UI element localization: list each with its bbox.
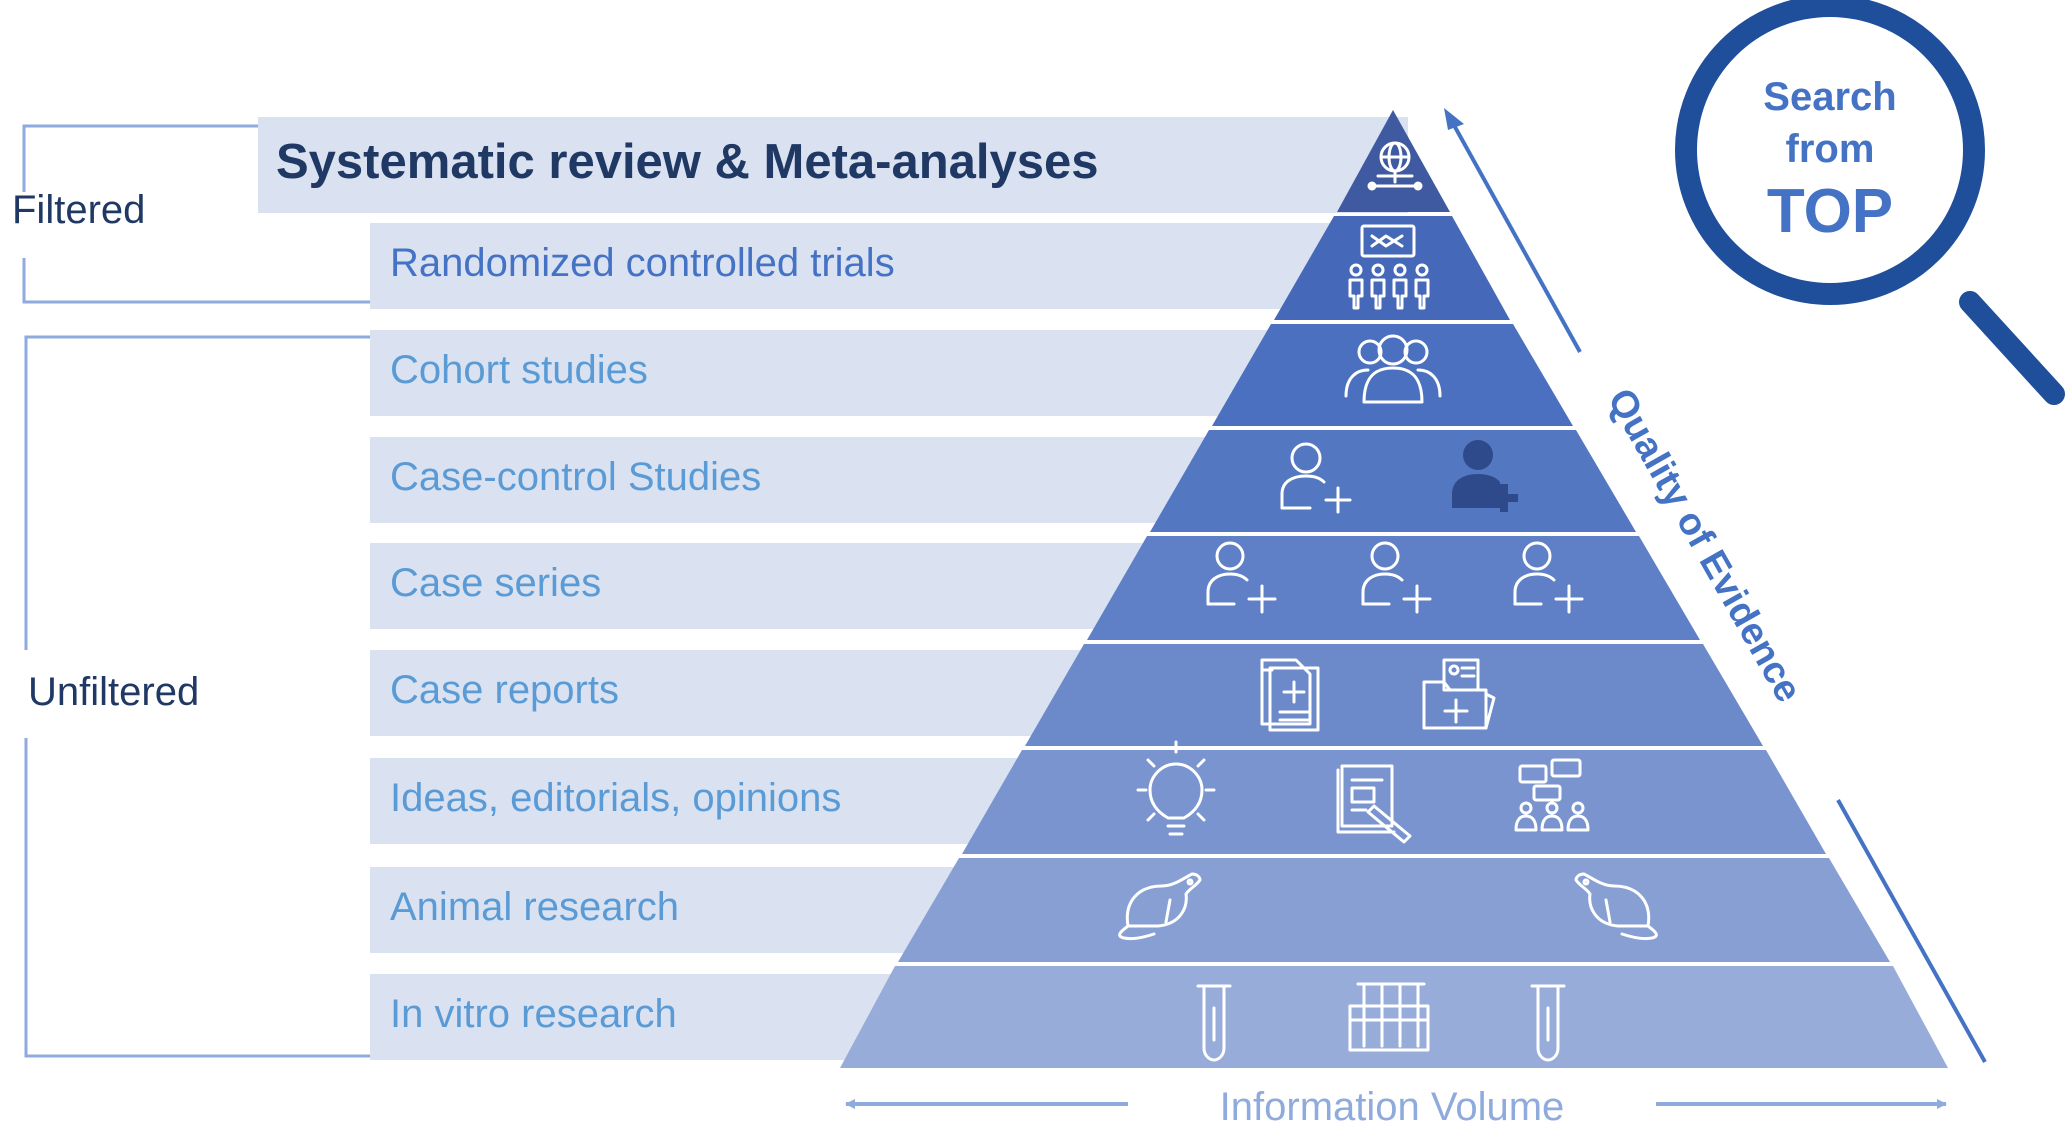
paper-pen-icon — [1336, 764, 1412, 844]
discussion-group-icon — [1514, 758, 1590, 832]
pyramid-tier-2 — [1274, 216, 1510, 320]
pyramid-tier-4 — [1150, 430, 1636, 532]
level-label-6: Case reports — [390, 668, 619, 712]
pyramid-tier-3 — [1212, 324, 1573, 426]
magnifying-glass-icon — [1675, 0, 2065, 405]
level-label-8: Animal research — [390, 885, 679, 929]
pyramid-tier-9 — [840, 966, 1948, 1068]
information-volume-label: Information Volume — [1220, 1085, 1565, 1123]
rat-icon — [1118, 872, 1202, 940]
rat-icon — [1574, 872, 1658, 940]
test-tube-rack-icon — [1348, 982, 1430, 1052]
test-tube-icon — [1196, 984, 1232, 1062]
test-tube-icon — [1530, 984, 1566, 1062]
level-label-4: Case-control Studies — [390, 455, 761, 499]
medical-document-icon — [1260, 658, 1320, 732]
level-label-3: Cohort studies — [390, 348, 648, 392]
pyramid-tier-6 — [1025, 644, 1763, 746]
level-label-1: Systematic review & Meta-analyses — [276, 135, 1099, 189]
unfiltered-label: Unfiltered — [28, 670, 199, 714]
unfiltered-bracket — [24, 335, 370, 1058]
pyramid-tier-5 — [1087, 536, 1700, 640]
band-level-2 — [370, 223, 1408, 309]
from-label: from — [1786, 127, 1875, 171]
person-add-icon — [1513, 541, 1584, 614]
lightbulb-icon — [1136, 740, 1216, 836]
filtered-label: Filtered — [12, 188, 145, 232]
top-label: TOP — [1767, 177, 1893, 246]
person-add-icon — [1206, 541, 1277, 614]
quality-arrow — [1444, 108, 1987, 1063]
medical-folder-icon — [1422, 658, 1496, 730]
search-label: Search — [1763, 75, 1896, 119]
people-group-icon — [1344, 334, 1442, 404]
level-label-2: Randomized controlled trials — [390, 241, 895, 285]
level-label-9: In vitro research — [390, 992, 677, 1036]
randomized-group-icon — [1348, 224, 1430, 310]
person-add-icon — [1452, 440, 1518, 512]
pyramid-tier-8 — [898, 858, 1890, 962]
level-labels: Systematic review & Meta-analyses Random… — [276, 135, 1099, 1036]
person-add-icon — [1361, 541, 1432, 614]
band-level-1 — [258, 117, 1408, 213]
person-add-icon — [1280, 442, 1352, 514]
level-label-7: Ideas, editorials, opinions — [390, 776, 841, 820]
level-label-5: Case series — [390, 561, 601, 605]
filtered-bracket — [22, 124, 370, 304]
pyramid-tier-7 — [962, 750, 1826, 854]
globe-network-icon — [1367, 141, 1423, 191]
